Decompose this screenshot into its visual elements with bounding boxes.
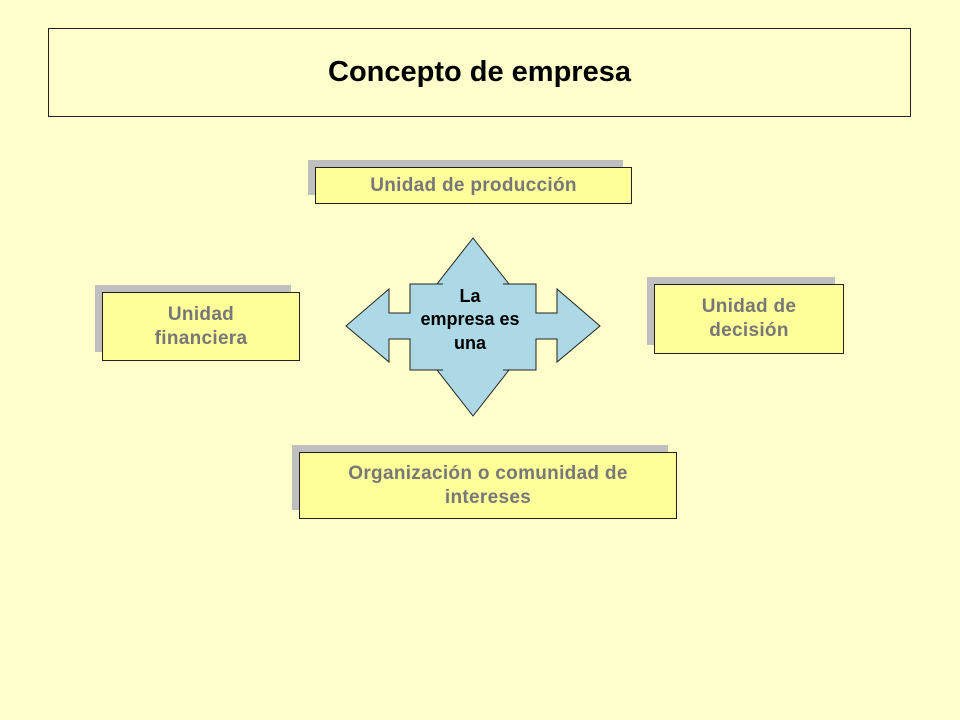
four-way-arrow-shape bbox=[345, 237, 601, 417]
node-label-top: Unidad de producción bbox=[370, 174, 577, 196]
node-label-bottom: Organización o comunidad de intereses bbox=[348, 462, 628, 508]
node-organizacion: Organización o comunidad de intereses bbox=[292, 445, 677, 519]
node-label-left: Unidad financiera bbox=[154, 303, 248, 349]
center-label: La empresa es una bbox=[420, 286, 520, 353]
slide-title: Concepto de empresa bbox=[328, 56, 631, 88]
node-unidad-decision: Unidad de decisión bbox=[647, 277, 844, 354]
node-label-right: Unidad de decisión bbox=[701, 296, 797, 341]
title-box: Concepto de empresa bbox=[48, 28, 911, 117]
four-way-arrow bbox=[345, 237, 601, 417]
node-unidad-financiera: Unidad financiera bbox=[95, 285, 300, 361]
node-unidad-produccion: Unidad de producción bbox=[308, 160, 632, 204]
